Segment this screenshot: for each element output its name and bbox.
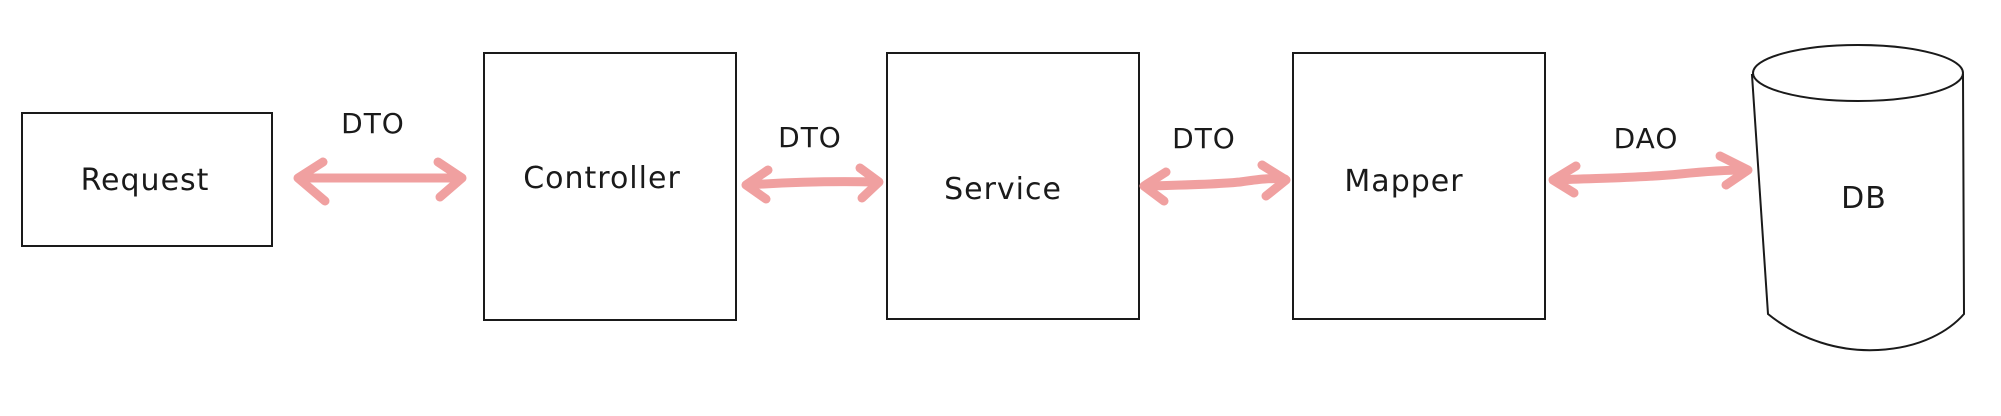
double-arrow-icon [743, 177, 882, 190]
node-mapper: Mapper [1292, 52, 1546, 320]
edge-label-dao: DAO [1614, 122, 1679, 155]
mapper-box [1292, 52, 1546, 320]
double-arrow-icon [1550, 165, 1750, 185]
edge-label-dto-1: DTO [341, 107, 405, 140]
arrowhead-left-icon [741, 165, 773, 204]
edge-service-mapper: DTO [1139, 122, 1291, 206]
edge-label-dto-3: DTO [1172, 122, 1236, 155]
node-db: DB [1750, 44, 1966, 352]
db-cylinder-top [1752, 44, 1964, 102]
request-box [21, 112, 273, 247]
edge-label-dto-2: DTO [778, 121, 842, 154]
controller-label: Controller [523, 161, 681, 196]
double-arrow-icon [1141, 174, 1290, 191]
edge-request-controller: DTO [293, 107, 467, 206]
arrowhead-left-icon [1548, 161, 1581, 198]
arrowhead-right-icon [855, 163, 884, 203]
edge-mapper-db: DAO [1548, 122, 1753, 198]
service-box [886, 52, 1140, 320]
node-service: Service [886, 52, 1140, 320]
arrowhead-right-icon [433, 157, 467, 202]
db-label: DB [1841, 181, 1887, 216]
request-label: Request [81, 163, 210, 198]
controller-box [483, 52, 737, 321]
arrowhead-left-icon [293, 157, 330, 206]
edge-controller-service: DTO [741, 121, 884, 204]
arrowhead-right-icon [1257, 160, 1291, 201]
mapper-label: Mapper [1344, 164, 1463, 199]
node-request: Request [21, 112, 273, 247]
arrowhead-right-icon [1715, 151, 1753, 190]
service-label: Service [944, 172, 1062, 207]
arrowhead-left-icon [1139, 167, 1171, 206]
db-cylinder-body [1750, 74, 1966, 352]
node-controller: Controller [483, 52, 737, 321]
